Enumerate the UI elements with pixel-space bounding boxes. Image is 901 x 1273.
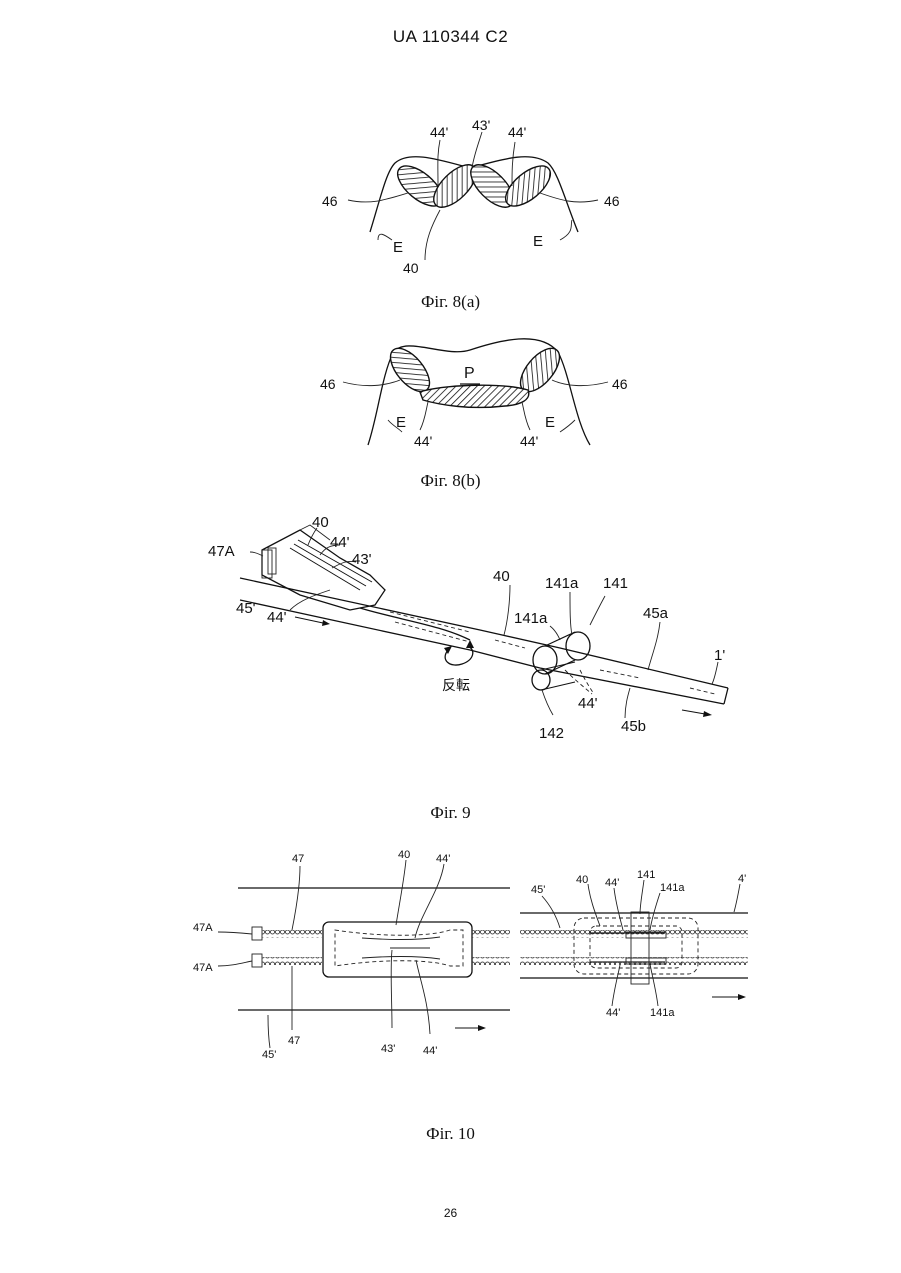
label-reverse: 反転 — [442, 677, 470, 693]
figure-10: 47 40 44' 47A 47A 47 45' 43' 44' 45' 40 … — [0, 845, 901, 1065]
label-141: 141 — [603, 575, 628, 592]
label-44-top: 44' — [330, 534, 350, 551]
label-40-top: 40 — [312, 514, 329, 531]
figure-9: 40 44' 43' 47A 45' 44' 40 141a 141 141a … — [0, 505, 901, 745]
label-45b: 45b — [621, 718, 646, 735]
page-number: 26 — [0, 1206, 901, 1220]
label-P: P — [464, 365, 475, 382]
figure-8a: 44' 43' 44' 46 46 E E 40 — [0, 110, 901, 290]
label-40-right: 40 — [576, 874, 588, 886]
label-47A: 47A — [208, 543, 235, 560]
label-46-left: 46 — [322, 193, 338, 209]
label-45: 45' — [262, 1049, 276, 1061]
figure-8b: P 46 46 E E 44' 44' — [0, 330, 901, 460]
label-E-left: E — [396, 414, 406, 431]
label-47A-1: 47A — [193, 922, 213, 934]
label-47-bot: 47 — [288, 1035, 300, 1047]
label-45: 45' — [236, 600, 256, 617]
label-46-left: 46 — [320, 376, 336, 392]
label-E-right: E — [533, 233, 543, 250]
label-40: 40 — [398, 849, 410, 861]
caption-fig-8b: Фіг. 8(b) — [0, 471, 901, 491]
label-44-low: 44' — [267, 609, 287, 626]
caption-fig-10: Фіг. 10 — [0, 1124, 901, 1144]
label-141a-top: 141a — [660, 882, 685, 894]
label-141a-b: 141a — [514, 610, 548, 627]
label-43: 43' — [352, 551, 372, 568]
label-44-right-top: 44' — [605, 877, 619, 889]
label-46-right: 46 — [604, 193, 620, 209]
label-44-left: 44' — [414, 433, 432, 449]
label-40-mid: 40 — [493, 568, 510, 585]
label-1: 1' — [714, 647, 725, 664]
label-44-top: 44' — [436, 853, 450, 865]
label-44-left: 44' — [430, 124, 448, 140]
label-44-roll: 44' — [578, 695, 598, 712]
label-141: 141 — [637, 869, 655, 881]
label-142: 142 — [539, 725, 564, 742]
label-47A-2: 47A — [193, 962, 213, 974]
label-44-right: 44' — [508, 124, 526, 140]
caption-fig-9: Фіг. 9 — [0, 803, 901, 823]
label-141a-a: 141a — [545, 575, 579, 592]
caption-fig-8a: Фіг. 8(a) — [0, 292, 901, 312]
patent-header: UA 110344 C2 — [0, 27, 901, 47]
label-4: 4' — [738, 873, 746, 885]
label-47-top: 47 — [292, 853, 304, 865]
label-44-right-bot: 44' — [606, 1007, 620, 1019]
label-43: 43' — [381, 1043, 395, 1055]
label-43: 43' — [472, 117, 490, 133]
label-40: 40 — [403, 260, 419, 276]
label-46-right: 46 — [612, 376, 628, 392]
label-45a: 45a — [643, 605, 669, 622]
label-E-right: E — [545, 414, 555, 431]
label-45-right: 45' — [531, 884, 545, 896]
label-44-right: 44' — [520, 433, 538, 449]
label-141a-bot: 141a — [650, 1007, 675, 1019]
label-44-bot: 44' — [423, 1045, 437, 1057]
label-E-left: E — [393, 239, 403, 256]
